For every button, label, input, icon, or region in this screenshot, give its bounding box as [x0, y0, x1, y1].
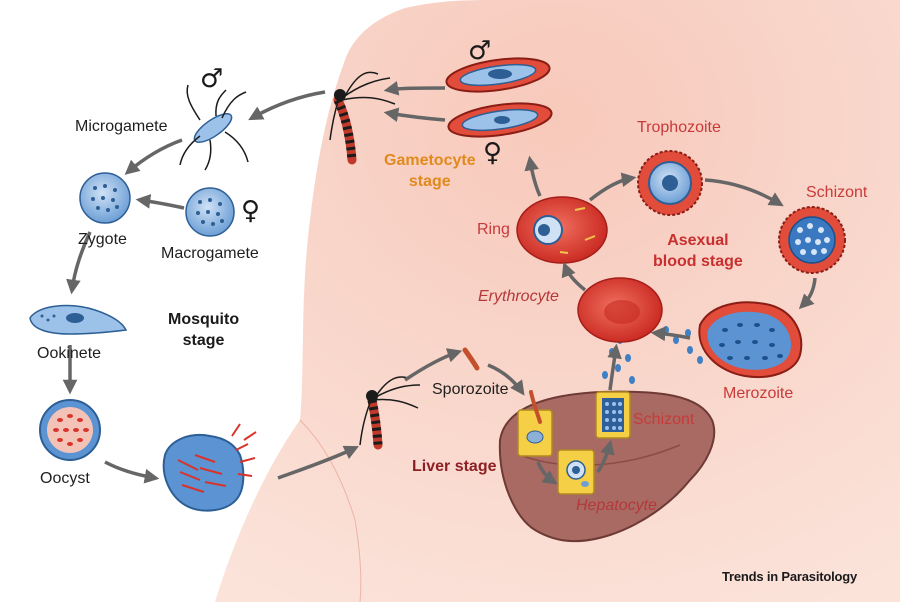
arrow-hepatocyte-b-to-schizont	[596, 439, 615, 473]
liver	[498, 390, 716, 543]
arrow-liver-to-erythrocyte	[607, 343, 622, 391]
mosquito-bottom	[359, 376, 421, 450]
zygote-cell	[79, 172, 131, 224]
arrow-to-microgamete	[248, 90, 326, 121]
arrow-schizont-to-merozoite	[798, 277, 817, 310]
label-ring: Ring	[477, 221, 510, 238]
trophozoite-cell	[637, 150, 703, 216]
label-schizont-blood: Schizont	[806, 184, 868, 201]
journal-credit: Trends in Parasitology	[722, 569, 858, 584]
arrow-oocyst-to-rupture	[104, 460, 160, 484]
microgamete-cell	[179, 84, 249, 171]
arrow-erythrocyte-to-ring	[561, 261, 587, 292]
macrogamete-cell	[185, 187, 235, 237]
lifecycle-arrows	[62, 81, 817, 485]
label-liver-stage: Liver stage	[412, 458, 497, 475]
label-microgamete: Microgamete	[75, 118, 168, 135]
female-symbol-gametocyte: ♀	[483, 138, 503, 168]
label-sporozoite: Sporozoite	[432, 381, 509, 398]
label-macrogamete: Macrogamete	[161, 245, 259, 262]
male-symbol-gametocyte: ♂	[468, 36, 492, 66]
arrow-mosquito-to-sporozoite	[404, 348, 463, 382]
human-body-silhouette	[215, 0, 900, 602]
arrow-female-gametocyte-to-mosquito	[383, 107, 446, 122]
male-symbol-microgamete: ♂	[200, 64, 224, 94]
hepatocyte-schizont	[595, 391, 631, 439]
arrow-rupture-to-mosquito	[277, 445, 359, 480]
mosquito-top	[329, 71, 396, 165]
label-hepatocyte: Hepatocyte	[576, 497, 657, 514]
oocyst-cell	[39, 399, 101, 461]
hepatocyte-infected	[557, 449, 595, 495]
arrow-sporozoite-to-liver	[487, 363, 525, 396]
arrow-ring-to-trophozoite	[588, 172, 637, 202]
rupturing-oocyst	[162, 423, 257, 512]
label-erythrocyte: Erythrocyte	[478, 288, 559, 305]
label-zygote: Zygote	[78, 231, 127, 248]
label-mosquito-stage: Mosquito stage	[168, 311, 240, 349]
female-symbol-macrogamete: ♀	[241, 196, 261, 226]
arrow-trophozoite-to-schizont	[704, 178, 784, 207]
label-gametocyte-stage: Gametocyte stage	[384, 152, 476, 190]
blood-schizont-cell	[778, 206, 846, 274]
arrow-hepatocyte-a-to-b	[536, 461, 558, 485]
ookinete-cell	[29, 304, 128, 335]
ring-stage-cell	[516, 196, 608, 264]
label-oocyst: Oocyst	[40, 470, 90, 487]
male-gametocyte	[445, 57, 551, 93]
female-gametocyte	[447, 102, 553, 138]
arrow-male-gametocyte-to-mosquito	[383, 81, 446, 96]
label-merozoite: Merozoite	[723, 385, 794, 402]
arrow-zygote-to-ookinete	[66, 231, 92, 295]
hepatocyte-sporozoite	[517, 390, 553, 457]
label-asexual-blood-stage: Asexual blood stage	[653, 232, 743, 270]
erythrocyte	[577, 277, 663, 343]
label-ookinete: Ookinete	[37, 345, 102, 362]
arrow-microgamete-to-zygote	[124, 138, 183, 175]
label-schizont-liver: Schizont	[633, 411, 695, 428]
sporozoite	[462, 347, 480, 371]
label-trophozoite: Trophozoite	[637, 119, 721, 136]
arrow-macrogamete-to-zygote	[135, 194, 185, 210]
arrow-ring-to-gametocyte	[524, 155, 542, 197]
arrow-merozoite-to-erythrocyte	[650, 326, 691, 342]
merozoite-burst	[663, 301, 803, 378]
